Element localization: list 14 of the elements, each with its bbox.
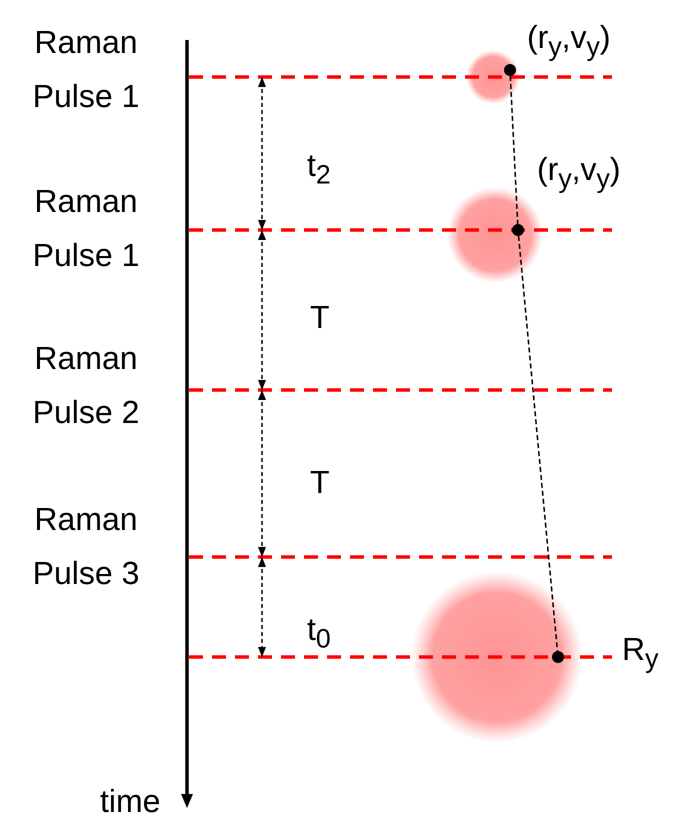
coordinate-label: R$_{y}$ — [622, 630, 658, 676]
coordinate-label: (r$_{y}$,v$_{y}$) — [527, 18, 611, 64]
pulse-label: Raman Pulse 2 — [32, 339, 140, 432]
interval-label: T — [310, 298, 330, 336]
interval-label: T — [310, 463, 330, 501]
pulse-label: Raman Pulse 1 — [32, 23, 140, 116]
interval-label: t$_{2}$ — [307, 146, 331, 192]
axis-label: time — [100, 782, 160, 820]
trajectory-line — [510, 76, 518, 224]
trajectory-line — [518, 236, 558, 652]
pulse-label: Raman Pulse 1 — [32, 182, 140, 275]
pulse-label: Raman Pulse 3 — [32, 500, 140, 593]
interval-label: t$_{0}$ — [307, 610, 331, 656]
coordinate-label: (r$_{y}$,v$_{y}$) — [537, 150, 621, 196]
